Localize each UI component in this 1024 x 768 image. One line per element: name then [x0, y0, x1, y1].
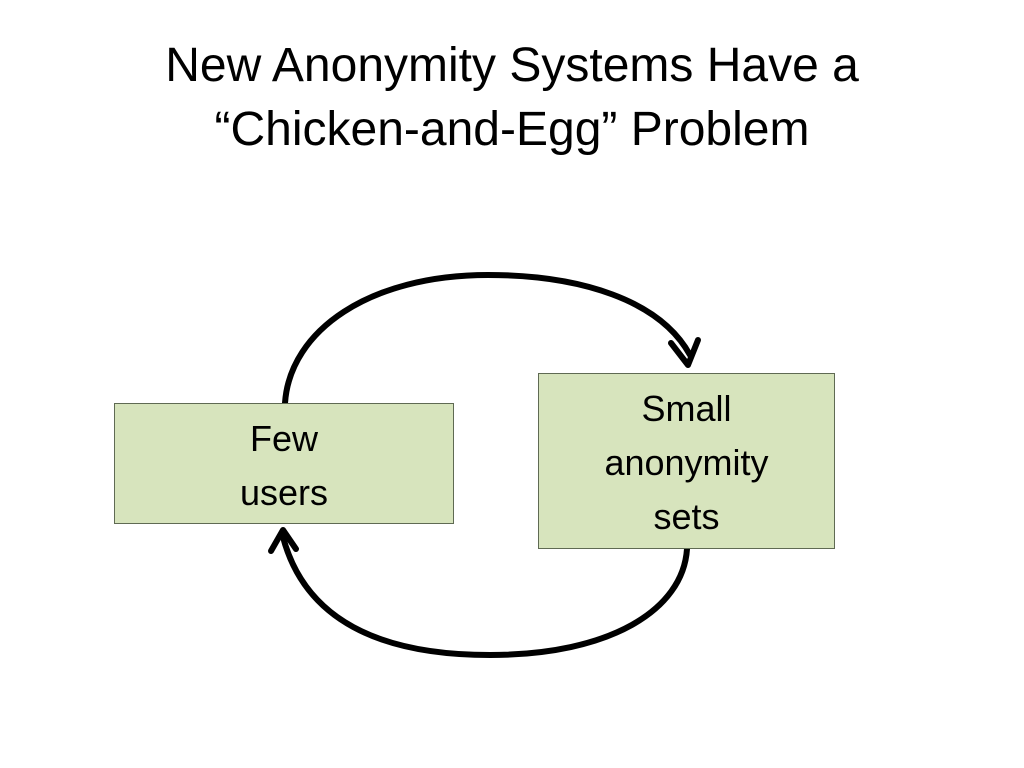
small-sets-line-2: anonymity: [604, 442, 769, 483]
arrowhead-to-few-users: [268, 527, 299, 554]
few-users-box: Few users: [114, 403, 454, 524]
small-anonymity-sets-box: Small anonymity sets: [538, 373, 835, 549]
title-line-2: “Chicken-and-Egg” Problem: [214, 103, 810, 156]
small-sets-line-1: Small: [641, 388, 732, 429]
title-line-1: New Anonymity Systems Have a: [165, 39, 859, 92]
few-users-line-2: users: [239, 472, 329, 513]
small-sets-line-3: sets: [653, 496, 720, 537]
arrowhead-to-small-sets: [668, 337, 701, 368]
few-users-line-1: Few: [249, 418, 318, 459]
arrow-small-sets-to-few-users: [280, 534, 690, 659]
slide-title: New Anonymity Systems Have a “Chicken-an…: [0, 34, 1024, 162]
